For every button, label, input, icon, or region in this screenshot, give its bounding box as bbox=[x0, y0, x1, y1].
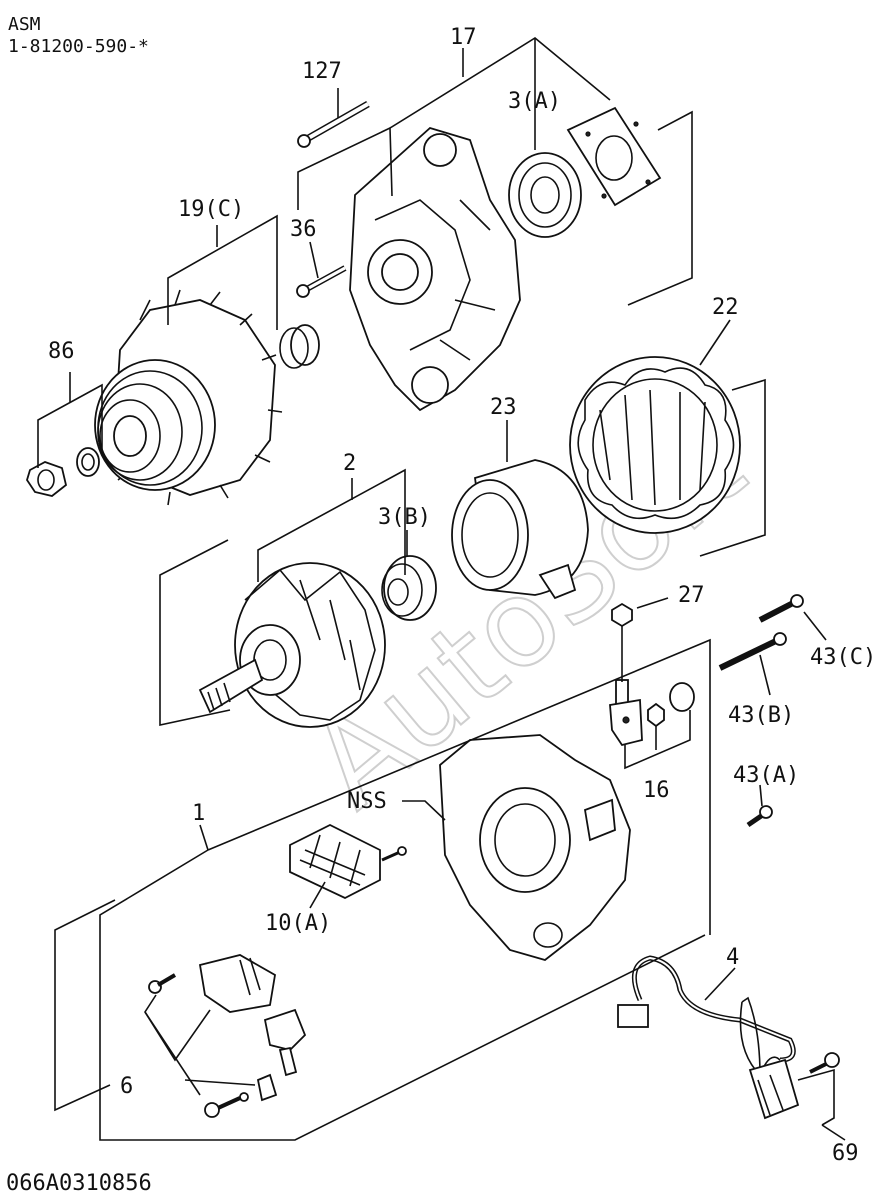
callout-127: 127 bbox=[302, 59, 342, 84]
callout-22: 22 bbox=[712, 295, 739, 320]
rotor-2-icon bbox=[198, 562, 386, 728]
callout-4: 4 bbox=[726, 945, 739, 970]
bolt-127-icon bbox=[297, 100, 370, 148]
retainer-plate-icon bbox=[566, 106, 662, 207]
leader-lines bbox=[37, 37, 846, 1141]
callout-nss: NSS bbox=[347, 789, 387, 814]
pulley-86-icon bbox=[94, 359, 216, 491]
callout-69: 69 bbox=[832, 1141, 859, 1166]
callout-27: 27 bbox=[678, 583, 705, 608]
callout-86: 86 bbox=[48, 339, 75, 364]
screw-36-icon bbox=[296, 265, 347, 298]
front-housing-17-icon bbox=[349, 126, 521, 412]
screw-43a-icon bbox=[746, 805, 773, 828]
bearing-3b-icon bbox=[381, 555, 437, 621]
callout-19c: 19(C) bbox=[178, 197, 244, 222]
nut-27-icon bbox=[611, 602, 633, 628]
bolt-43c-icon bbox=[758, 594, 804, 623]
callout-17: 17 bbox=[450, 25, 477, 50]
wiring-harness-4-icon bbox=[617, 955, 840, 1120]
regulator-6-icon bbox=[148, 954, 307, 1118]
callout-2: 2 bbox=[343, 451, 356, 476]
rectifier-10a-icon bbox=[289, 823, 407, 900]
callout-1: 1 bbox=[192, 801, 205, 826]
callout-36: 36 bbox=[290, 217, 317, 242]
callout-3b: 3(B) bbox=[378, 505, 431, 530]
callout-43b: 43(B) bbox=[728, 703, 794, 728]
terminal-16-icon bbox=[609, 679, 695, 747]
callout-16: 16 bbox=[643, 778, 670, 803]
header-assembly-number: 1-81200-590-* bbox=[8, 36, 149, 57]
bearing-3a-icon bbox=[508, 152, 582, 238]
callout-10a: 10(A) bbox=[265, 911, 331, 936]
footer-drawing-code: 066A0310856 bbox=[6, 1171, 152, 1196]
bolt-43b-icon bbox=[718, 632, 787, 671]
callout-43a: 43(A) bbox=[733, 763, 799, 788]
callout-43c: 43(C) bbox=[810, 645, 876, 670]
header-asm: ASM bbox=[8, 14, 41, 35]
callout-23: 23 bbox=[490, 395, 517, 420]
callout-6: 6 bbox=[120, 1074, 133, 1099]
cover-23-icon bbox=[451, 459, 589, 600]
callout-3a: 3(A) bbox=[508, 89, 561, 114]
stator-22-icon bbox=[569, 356, 741, 534]
nut-86-icon bbox=[26, 447, 100, 497]
rear-housing-nss-icon bbox=[439, 734, 631, 961]
